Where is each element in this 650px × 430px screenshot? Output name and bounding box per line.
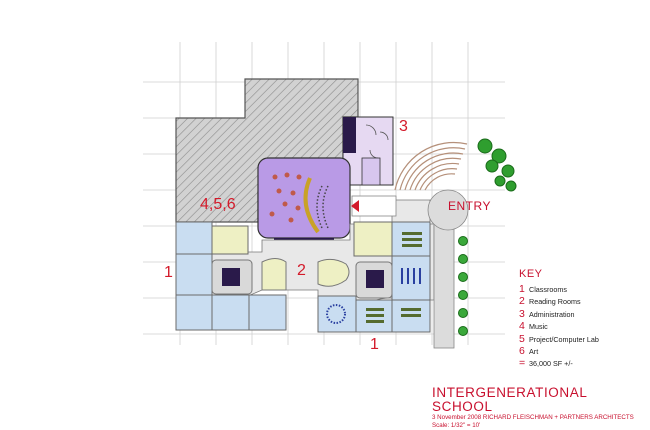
key-text: Music bbox=[529, 322, 548, 332]
key-text: Art bbox=[529, 346, 539, 356]
key-row: 2 Reading Rooms bbox=[519, 295, 644, 307]
trees bbox=[477, 138, 517, 192]
row-of-trees bbox=[458, 236, 468, 336]
date-and-architect: 3 November 2008 RICHARD FLEISCHMAN + PAR… bbox=[432, 414, 634, 421]
key-text: Administration bbox=[529, 309, 575, 319]
entry-amphitheater-arcs bbox=[394, 141, 468, 191]
key-title: KEY bbox=[519, 268, 543, 280]
entry-arrow-icon bbox=[351, 200, 359, 212]
label-entry: ENTRY bbox=[448, 199, 491, 213]
art-table-ring bbox=[326, 304, 346, 324]
key-number: 2 bbox=[519, 295, 525, 308]
reading-room-lobe-right bbox=[317, 258, 350, 287]
floor-plan bbox=[143, 42, 517, 349]
key-row: =36,000 SF +/- bbox=[519, 357, 644, 369]
computer-stations bbox=[401, 268, 421, 284]
title-block: INTERGENERATIONAL SCHOOL 3 November 2008… bbox=[432, 386, 647, 430]
key-text: Project/Computer Lab bbox=[529, 334, 599, 344]
label-classrooms-left: 1 bbox=[164, 264, 173, 281]
entry-plaza bbox=[427, 189, 469, 231]
label-administration: 3 bbox=[399, 118, 408, 135]
project-title: INTERGENERATIONAL SCHOOL bbox=[432, 385, 587, 414]
key-number: 6 bbox=[519, 344, 525, 357]
key-row: 1 Classrooms bbox=[519, 283, 644, 295]
music-seating-arc bbox=[316, 185, 323, 229]
desk-clusters bbox=[366, 232, 422, 323]
key-row: 3 Administration bbox=[519, 308, 644, 320]
key-number: 3 bbox=[519, 307, 525, 320]
right-hub-core bbox=[366, 270, 384, 288]
legend-key: KEY 1 Classrooms 2 Reading Rooms 3 Administ… bbox=[519, 268, 644, 370]
label-classrooms-bottom: 1 bbox=[370, 336, 379, 353]
key-number: = bbox=[519, 357, 526, 370]
key-row: 4 Music bbox=[519, 320, 644, 332]
label-music-lab-art: 4,5,6 bbox=[200, 196, 236, 213]
music-stage-arc bbox=[303, 177, 320, 234]
key-number: 5 bbox=[519, 332, 525, 345]
key-number: 1 bbox=[519, 283, 525, 295]
admin-partition bbox=[361, 157, 381, 186]
label-reading-rooms: 2 bbox=[297, 262, 306, 279]
left-classroom-block bbox=[175, 221, 287, 331]
key-text: Reading Rooms bbox=[529, 297, 581, 307]
scale-note: Scale: 1/32" = 10' bbox=[432, 422, 481, 429]
key-row: 6 Art bbox=[519, 345, 644, 357]
reading-room-2-lobes bbox=[261, 258, 287, 291]
key-text: 36,000 SF +/- bbox=[529, 359, 573, 369]
admin-office-dark bbox=[343, 117, 356, 153]
key-number: 4 bbox=[519, 320, 525, 333]
key-row: 5 Project/Computer Lab bbox=[519, 333, 644, 345]
key-text: Classrooms bbox=[529, 285, 567, 294]
left-hub-core bbox=[222, 268, 240, 286]
music-stands bbox=[269, 172, 302, 223]
music-seating-arc-2 bbox=[322, 185, 329, 229]
